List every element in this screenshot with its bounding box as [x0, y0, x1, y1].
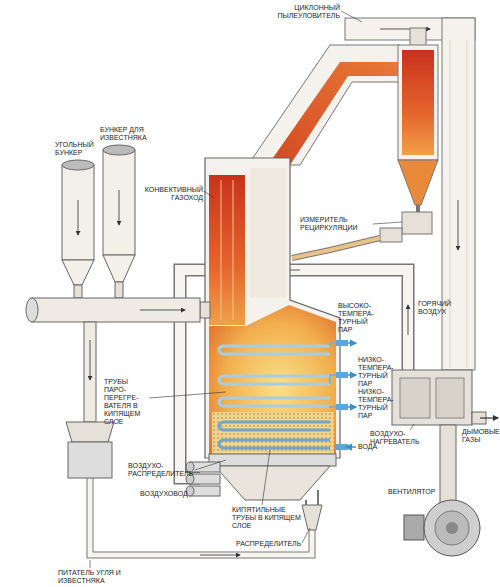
header-end	[26, 298, 38, 322]
hopper-outlet	[74, 285, 82, 298]
down-gas-duct	[442, 18, 475, 370]
callout-label: КИПЯТИЛЬНЫЕ ТРУБЫ В КИПЯЩЕМ СЛОЕ	[232, 506, 304, 530]
combustion-chamber	[209, 305, 336, 454]
callout-label: ПИТАТЕЛЬ УГЛЯ И ИЗВЕСТНЯКА	[58, 569, 130, 585]
callout-label: ВЕНТИЛЯТОР	[388, 488, 440, 496]
flow-arrow	[408, 305, 409, 335]
fan-housing	[424, 500, 480, 556]
callout-label: ВОЗДУХО- НАГРЕВАТЕЛЬ	[370, 430, 428, 446]
flue-arrow	[480, 417, 498, 418]
tube-bends	[219, 422, 222, 448]
superheater-tubes	[222, 346, 330, 406]
leader-line	[373, 222, 402, 224]
callout-label: КОНВЕКТИВНЫЙ ГАЗОХОД	[143, 186, 203, 202]
flow-arrow	[140, 310, 185, 311]
air-heater-block	[436, 378, 464, 418]
hopper-outlet	[115, 282, 123, 298]
leader-line	[90, 560, 91, 568]
fluidized-bed	[212, 412, 334, 454]
leader-line	[195, 460, 226, 470]
furnace-upper-space	[250, 168, 286, 298]
tube-wall	[221, 180, 222, 320]
boiling-tubes	[222, 422, 330, 448]
steam-arrow	[348, 406, 356, 408]
callout-label: ВОЗДУХОВОД	[140, 490, 196, 498]
flow-arrow	[458, 200, 459, 250]
hopper-top	[62, 160, 94, 170]
leader-lines	[90, 11, 414, 568]
tube-wall	[233, 180, 234, 320]
fan-impeller	[435, 511, 469, 545]
air-plenum	[215, 466, 330, 500]
leader-line	[262, 450, 270, 505]
cyclone-body	[398, 45, 438, 160]
hopper-cone	[103, 255, 135, 282]
air-distributor-grid	[209, 454, 336, 466]
leader-line	[302, 528, 310, 543]
callout-label: ВОЗДУХО- РАСПРЕДЕЛИТЕЛЬ	[128, 462, 194, 478]
air-heater-block	[400, 378, 430, 418]
callout-label: ТРУБЫ ПАРО- ПЕРЕГРЕ- ВАТЕЛЯ В КИПЯЩЕМ СЛ…	[104, 378, 148, 426]
steam-arrow	[348, 342, 356, 344]
feed-pipe	[90, 478, 312, 555]
steam-outlet	[336, 372, 348, 378]
callout-label: ВЫСОКО- ТЕМПЕРА- ТУРНЫЙ ПАР	[338, 302, 382, 334]
leader-line	[149, 392, 226, 398]
callout-label: ИЗМЕРИТЕЛЬ РЕЦИРКУЛЯЦИИ	[300, 216, 372, 232]
callout-label: УГОЛЬНЫЙ БУНКЕР	[55, 141, 100, 157]
hopper-top	[103, 145, 135, 155]
water-arrow	[346, 446, 356, 448]
callout-label: ДЫМОВЫЕ ГАЗЫ	[462, 428, 498, 444]
callout-label: БУНКЕР ДЛЯ ИЗВЕСТНЯКА	[100, 126, 156, 142]
tube-headers	[330, 343, 336, 407]
loop-seal	[402, 212, 432, 234]
fan-motor	[404, 515, 424, 540]
recirculation-meter	[380, 228, 402, 242]
furnace-casing	[205, 158, 340, 458]
duct-detail	[450, 40, 451, 368]
duct-detail	[467, 40, 468, 368]
steam-outlet	[336, 340, 348, 346]
hot-gas-stream	[268, 62, 400, 165]
feed-header	[32, 298, 200, 322]
callout-label: ЦИКЛОННЫЙ ПЫЛЕУЛОВИТЕЛЬ	[268, 4, 340, 20]
flow-arrow	[200, 555, 240, 556]
leader-line	[341, 11, 362, 22]
fan-duct	[440, 425, 456, 503]
flow-arrow	[119, 190, 120, 225]
cyclone-flame	[402, 50, 434, 155]
recirculation-pipe	[292, 238, 380, 258]
fan-hub	[446, 522, 458, 534]
feeder-box	[68, 442, 112, 478]
flow-arrow	[78, 200, 79, 235]
steam-arrow	[348, 374, 356, 376]
callout-label: РАСПРЕДЕЛИТЕЛЬ	[236, 540, 306, 548]
steam-outlet	[336, 404, 348, 410]
feed-pipe-outline	[90, 478, 312, 555]
feeder-chute	[84, 322, 96, 422]
flow-arrow	[90, 340, 91, 380]
cyclone-cone	[398, 160, 438, 205]
tube-bends	[219, 346, 222, 406]
header-inlet	[200, 302, 210, 318]
convective-pass-flame	[209, 175, 245, 325]
distributor-leg	[317, 490, 319, 506]
callout-label: НИЗКО- ТЕМПЕРА- ТУРНЫЙ ПАР	[358, 356, 400, 388]
leader-line	[410, 424, 414, 430]
cyclone-inlet-duct	[248, 45, 400, 165]
recirculation-pipe-outline	[292, 238, 380, 258]
callout-label: НИЗКО- ТЕМПЕРА- ТУРНЫЙ ПАР	[358, 388, 400, 420]
distributor-cone	[302, 505, 322, 530]
limestone-hopper	[103, 150, 135, 255]
callout-label: ГОРЯЧИЙ ВОЗДУХ	[418, 300, 460, 316]
air-heater	[392, 370, 472, 425]
coal-hopper	[62, 165, 94, 260]
leader-line	[204, 191, 214, 198]
hopper-cone	[62, 260, 94, 285]
